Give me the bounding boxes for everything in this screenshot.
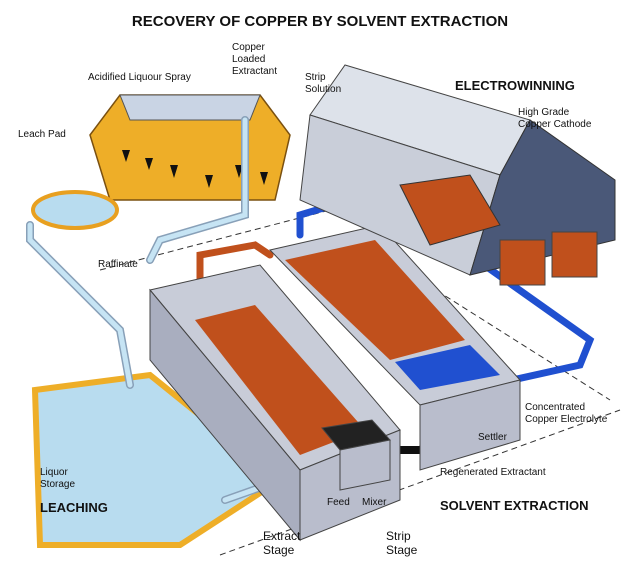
label-concentrated: Concentrated — [525, 402, 585, 413]
mixer-box — [321, 419, 391, 491]
label-raffinate: Raffinate — [98, 259, 138, 270]
label-strip-solution: Strip — [305, 72, 326, 83]
label-extract-stage: Extract — [263, 529, 301, 543]
label-extract-stage-2: Stage — [263, 543, 295, 557]
label-settler: Settler — [478, 432, 508, 443]
label-copper-loaded: Copper — [232, 42, 265, 53]
pregnant-liquor-pond — [31, 190, 119, 230]
label-feed: Feed — [327, 497, 350, 508]
label-liquor-storage: Liquor — [40, 467, 68, 478]
label-high-grade: High Grade — [518, 107, 570, 118]
section-leaching: LEACHING — [40, 500, 108, 515]
diagram-title: RECOVERY OF COPPER BY SOLVENT EXTRACTION — [132, 13, 508, 30]
label-concentrated-2: Copper Electrolyte — [525, 414, 608, 425]
label-liquor-storage-2: Storage — [40, 479, 75, 490]
label-acidified-spray: Acidified Liquour Spray — [88, 72, 191, 83]
section-electrowinning: ELECTROWINNING — [455, 78, 575, 93]
label-strip-stage-2: Stage — [386, 543, 418, 557]
label-high-grade-2: Copper Cathode — [518, 119, 592, 130]
copper-cathodes — [499, 231, 598, 286]
label-leach-pad: Leach Pad — [18, 129, 66, 140]
strip-stage-tank — [269, 224, 521, 471]
section-boundaries — [99, 209, 621, 556]
label-strip-stage: Strip — [386, 529, 411, 543]
leach-pad — [89, 94, 291, 201]
section-solvent-extraction: SOLVENT EXTRACTION — [440, 498, 589, 513]
label-regenerated: Regenerated Extractant — [440, 467, 546, 478]
label-mixer: Mixer — [362, 497, 387, 508]
label-copper-loaded-3: Extractant — [232, 66, 277, 77]
label-copper-loaded-2: Loaded — [232, 54, 265, 65]
label-strip-solution-2: Solution — [305, 84, 341, 95]
